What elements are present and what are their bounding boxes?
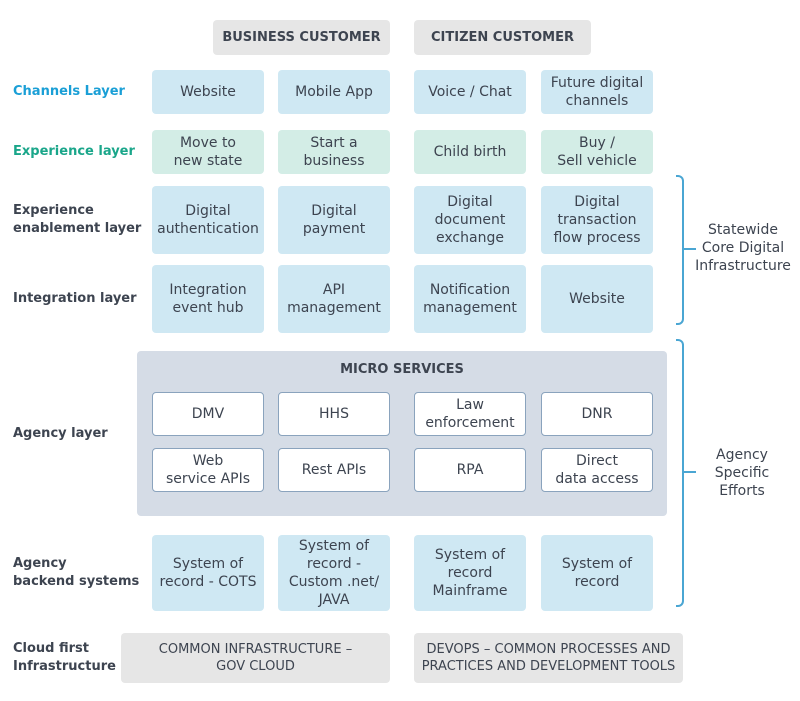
micro-dnr: DNR [541, 392, 653, 436]
micro-rpa: RPA [414, 448, 526, 492]
micro-hhs: HHS [278, 392, 390, 436]
enablement-digital-transaction-flow: Digital transaction flow process [541, 186, 653, 254]
backend-system-mainframe: System of record Mainframe [414, 535, 526, 611]
experience-enablement-layer-label: Experience enablement layer [13, 203, 142, 236]
backend-system-cots: System of record - COTS [152, 535, 264, 611]
integration-layer-label: Integration layer [13, 291, 137, 306]
channel-mobile-app: Mobile App [278, 70, 390, 114]
experience-child-birth: Child birth [414, 130, 526, 174]
experience-layer-label: Experience layer [13, 144, 135, 159]
statewide-core-label: Statewide Core Digital Infrastructure [695, 222, 791, 274]
integration-notification-management: Notification management [414, 265, 526, 333]
integration-api-management: API management [278, 265, 390, 333]
integration-website: Website [541, 265, 653, 333]
experience-move-to-new-state: Move to new state [152, 130, 264, 174]
statewide-brace [676, 175, 684, 325]
integration-event-hub: Integration event hub [152, 265, 264, 333]
channels-layer-label: Channels Layer [13, 84, 125, 99]
backend-system-custom: System of record - Custom .net/ JAVA [278, 535, 390, 611]
micro-dmv: DMV [152, 392, 264, 436]
micro-services-title: MICRO SERVICES [340, 362, 464, 377]
channel-future-digital: Future digital channels [541, 70, 653, 114]
citizen-customer-header: CITIZEN CUSTOMER [414, 20, 591, 55]
agency-layer-label: Agency layer [13, 425, 108, 441]
agency-specific-label: Agency Specific Efforts [714, 447, 770, 499]
micro-web-service-apis: Web service APIs [152, 448, 264, 492]
micro-law-enforcement: Law enforcement [414, 392, 526, 436]
channel-website: Website [152, 70, 264, 114]
business-customer-header: BUSINESS CUSTOMER [213, 20, 390, 55]
enablement-digital-authentication: Digital authentication [152, 186, 264, 254]
backend-system-of-record: System of record [541, 535, 653, 611]
channel-voice-chat: Voice / Chat [414, 70, 526, 114]
agency-brace [676, 339, 684, 607]
statewide-brace-tick [684, 248, 696, 250]
enablement-digital-payment: Digital payment [278, 186, 390, 254]
micro-rest-apis: Rest APIs [278, 448, 390, 492]
agency-backend-systems-label: Agency backend systems [13, 556, 140, 589]
devops-box: DEVOPS – COMMON PROCESSES AND PRACTICES … [414, 633, 683, 683]
experience-start-a-business: Start a business [278, 130, 390, 174]
common-infrastructure-box: COMMON INFRASTRUCTURE – GOV CLOUD [121, 633, 390, 683]
enablement-digital-document-exchange: Digital document exchange [414, 186, 526, 254]
cloud-first-infrastructure-label: Cloud first Infrastructure [13, 641, 116, 674]
micro-direct-data-access: Direct data access [541, 448, 653, 492]
agency-brace-tick [684, 471, 696, 473]
experience-buy-sell-vehicle: Buy / Sell vehicle [541, 130, 653, 174]
